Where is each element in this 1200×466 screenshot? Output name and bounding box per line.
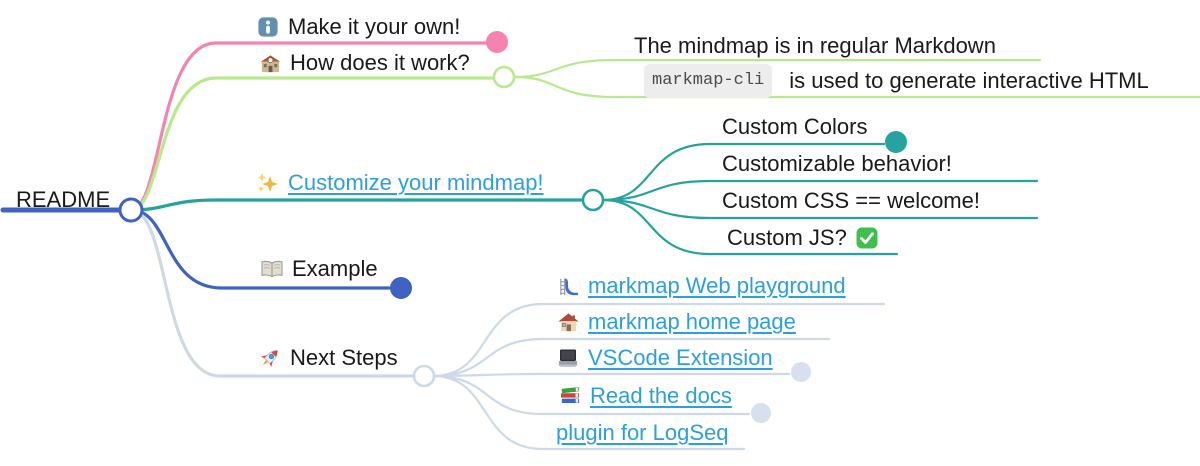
branch-cli xyxy=(512,75,1200,99)
toggle-docs[interactable] xyxy=(751,403,771,423)
sparkles-icon xyxy=(256,171,280,195)
books-icon xyxy=(558,384,582,408)
branch-custom-css xyxy=(601,198,1039,220)
toggle-how-work[interactable] xyxy=(492,65,516,89)
branch-docs xyxy=(431,374,751,416)
house-icon xyxy=(556,310,580,334)
branch-example xyxy=(129,208,391,290)
toggle-readme[interactable] xyxy=(118,197,144,223)
toggle-custom-colors[interactable] xyxy=(885,131,907,153)
customize-link[interactable]: Customize your mindmap! xyxy=(288,170,544,195)
node-readme: README xyxy=(16,186,110,214)
node-example: Example xyxy=(260,255,378,283)
check-icon xyxy=(855,226,879,250)
rocket-icon xyxy=(258,346,282,370)
node-label: Custom CSS == welcome! xyxy=(722,188,980,213)
node-label: The mindmap is in regular Markdown xyxy=(634,33,996,58)
node-make-own: Make it your own! xyxy=(256,13,460,41)
branch-customize xyxy=(129,198,584,212)
branch-how-work xyxy=(129,76,495,212)
inline-code: markmap-cli xyxy=(644,64,773,98)
branch-custom-js xyxy=(601,198,899,256)
node-customize: Customize your mindmap! xyxy=(256,169,544,197)
node-custom-css: Custom CSS == welcome! xyxy=(722,187,980,215)
node-vscode: VSCode Extension xyxy=(556,344,773,372)
node-playground: markmap Web playground xyxy=(556,272,846,300)
toggle-vscode[interactable] xyxy=(791,362,811,382)
branch-homepage xyxy=(431,337,831,378)
node-homepage: markmap home page xyxy=(556,308,796,336)
node-customizable-behavior: Customizable behavior! xyxy=(722,150,952,178)
toggle-make-own[interactable] xyxy=(486,31,508,53)
open-book-icon xyxy=(260,257,284,281)
logseq-link[interactable]: plugin for LogSeq xyxy=(556,420,729,445)
toggle-example[interactable] xyxy=(390,277,412,299)
branch-playground xyxy=(431,302,886,378)
branch-next-steps xyxy=(129,208,415,378)
node-label: How does it work? xyxy=(290,50,470,75)
node-label: Customizable behavior! xyxy=(722,151,952,176)
node-label: is used to generate interactive HTML xyxy=(789,68,1149,93)
homepage-link[interactable]: markmap home page xyxy=(588,309,796,334)
toggle-next-steps[interactable] xyxy=(412,364,436,388)
toggle-customize[interactable] xyxy=(581,188,605,212)
node-label: Next Steps xyxy=(290,345,398,370)
docs-link[interactable]: Read the docs xyxy=(590,383,732,408)
node-label: Custom JS? xyxy=(727,225,847,250)
school-icon xyxy=(258,51,282,75)
playground-link[interactable]: markmap Web playground xyxy=(588,273,846,298)
node-label: Custom Colors xyxy=(722,114,868,139)
node-how-work: How does it work? xyxy=(258,49,470,77)
laptop-icon xyxy=(556,346,580,370)
branch-custom-colors xyxy=(601,142,886,202)
branch-logseq xyxy=(431,374,746,451)
branch-behavior xyxy=(601,179,1039,202)
node-markdown-note: The mindmap is in regular Markdown xyxy=(634,32,996,60)
node-label: Example xyxy=(292,256,378,281)
vscode-link[interactable]: VSCode Extension xyxy=(588,345,773,370)
node-label: Make it your own! xyxy=(288,14,461,39)
root-label: README xyxy=(16,187,111,212)
info-icon xyxy=(256,15,280,39)
node-markmap-cli: markmap-cli is used to generate interact… xyxy=(644,64,1149,98)
node-custom-js: Custom JS? xyxy=(727,224,879,252)
branch-vscode xyxy=(431,372,791,378)
node-docs: Read the docs xyxy=(558,382,732,410)
node-custom-colors: Custom Colors xyxy=(722,113,867,141)
node-logseq: plugin for LogSeq xyxy=(556,419,728,447)
branch-markdown xyxy=(512,58,1042,79)
node-next-steps: Next Steps xyxy=(258,344,398,372)
slide-icon xyxy=(556,274,580,298)
